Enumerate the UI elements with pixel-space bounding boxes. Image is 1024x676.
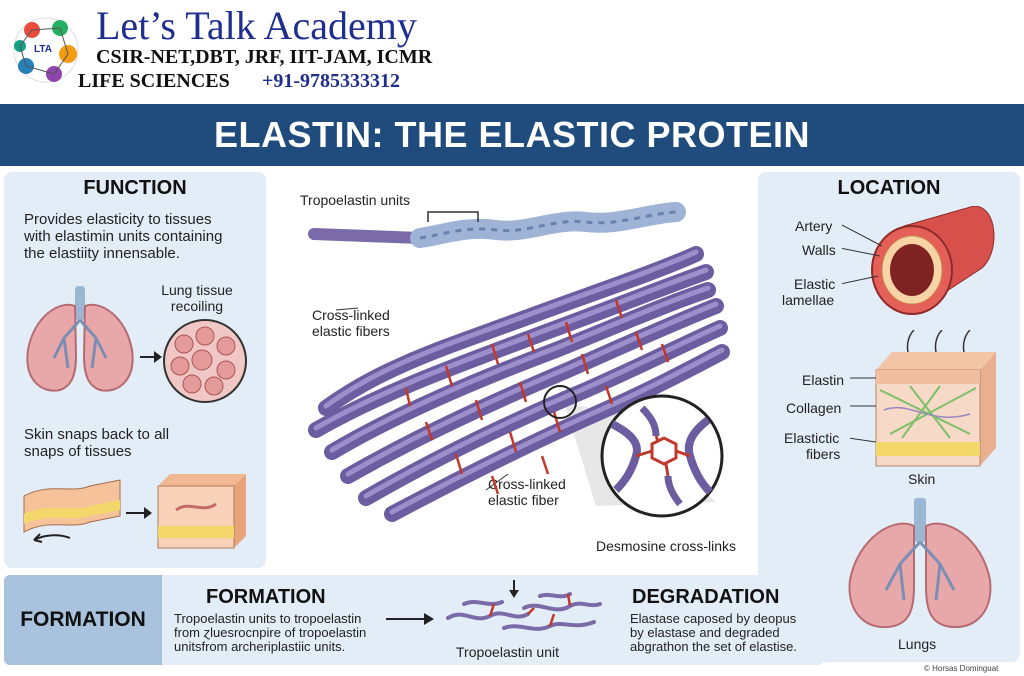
skin-caption: Skin: [908, 471, 936, 487]
stretched-skin-illustration: [20, 474, 126, 546]
formation-title: FORMATION: [206, 586, 326, 608]
formation-text-line: from ɀluesrocnpire of tropoelastin: [174, 625, 367, 640]
lungs-caption: Lungs: [898, 636, 937, 652]
function-desc-line: the elastiity innensable.: [24, 245, 180, 262]
location-title: LOCATION: [837, 177, 941, 199]
walls-label: Walls: [802, 242, 836, 258]
arrow-icon: [126, 506, 152, 525]
tropoelastin-unit-illustration: [444, 578, 604, 640]
page-title: ELASTIN: THE ELASTIC PROTEIN: [213, 114, 810, 155]
artery-label: Artery: [795, 218, 833, 234]
academy-logo: LTA: [6, 6, 86, 94]
lungs-illustration: [20, 286, 140, 398]
degradation-title: DEGRADATION: [632, 586, 780, 608]
lungs-location-illustration: [844, 498, 996, 632]
elastic-fibers-label: fibers: [806, 446, 841, 462]
formation-text-line: Tropoelastin units to tropoelastin: [174, 611, 362, 626]
artery-illustration: [839, 205, 1002, 324]
crosslinked-fiber-label: Cross-linked: [488, 476, 566, 492]
lung-recoil-label: recoiling: [170, 298, 224, 314]
desmosine-label: Desmosine cross-links: [596, 538, 737, 554]
arrow-icon: [140, 350, 162, 369]
formation-text-line: unitsfrom archeriplastiic units.: [174, 639, 346, 654]
tropoelastin-units-label: Tropoelastin units: [300, 192, 410, 208]
phone-number[interactable]: +91-9785333312: [262, 70, 401, 92]
exam-list: CSIR-NET,DBT, JRF, IIT-JAM, ICMR: [96, 46, 433, 68]
formation-box-label: FORMATION: [20, 608, 146, 631]
degradation-text-line: by elastase and degraded: [630, 625, 780, 640]
skin-elastin-label: Elastin: [802, 372, 845, 388]
formation-box: [4, 575, 162, 665]
elastic-fibers-label: Elastictic: [784, 430, 840, 446]
degradation-text-line: abgrathon the set of elastise.: [630, 639, 797, 654]
degradation-text-line: Elastase caposed by deopus: [630, 611, 797, 626]
subject-label: LIFE SCIENCES: [78, 70, 230, 92]
skin-collagen-label: Collagen: [786, 400, 842, 416]
crosslinked-fiber-label: elastic fiber: [488, 492, 559, 508]
elastic-lamellae-label: lamellae: [782, 292, 835, 308]
function-desc-line: Provides elasticity to tissues: [24, 211, 212, 228]
skin-snap-label: Skin snaps back to all: [24, 426, 170, 443]
crosslinked-fibers-label: elastic fibers: [312, 323, 390, 339]
elastin-fiber-diagram: [296, 194, 756, 544]
function-desc-line: with elastimin units containing: [24, 228, 223, 245]
credit-text: © Horsas Dominguat: [924, 664, 999, 673]
lung-recoil-label: Lung tissue: [161, 282, 233, 298]
skin-block-illustration: [156, 470, 248, 552]
tropoelastin-unit-label: Tropoelastin unit: [456, 644, 559, 660]
function-title: FUNCTION: [83, 177, 187, 199]
crosslinked-fibers-label: Cross-linked: [312, 307, 390, 323]
logo-text: LTA: [34, 44, 52, 55]
skin-snap-label: snaps of tissues: [24, 443, 132, 460]
elastic-lamellae-label: Elastic: [794, 276, 836, 292]
arrow-icon: [386, 612, 434, 631]
academy-name: Let’s Talk Academy: [96, 3, 417, 48]
skin-cross-section: [847, 329, 1000, 470]
lung-tissue-circle: [162, 318, 248, 404]
title-banner: [0, 104, 1024, 166]
